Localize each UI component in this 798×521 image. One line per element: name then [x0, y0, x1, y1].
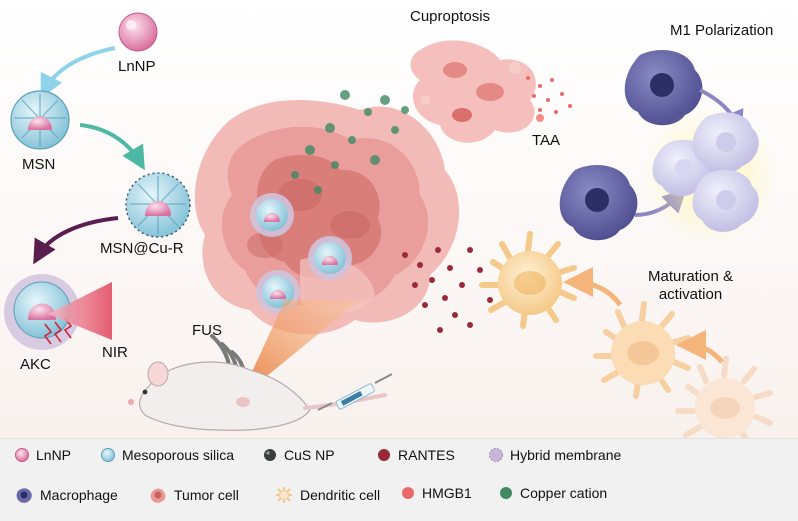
- msn-cu-r-particle: [125, 172, 191, 238]
- label-maturation: Maturation & activation: [648, 268, 733, 304]
- cuproptosis-debris: [410, 40, 544, 143]
- fus-beam: [240, 300, 360, 398]
- lnnp-particle: [118, 12, 158, 52]
- legend-item-rantes: RANTES: [376, 447, 455, 463]
- lnnp-icon: [15, 448, 29, 462]
- arrow-msn-to-msncur: [79, 123, 145, 171]
- label-m1-polarization: M1 Polarization: [670, 22, 774, 39]
- taa-dots: [526, 76, 572, 114]
- legend-item-silica: Mesoporous silica: [100, 447, 234, 463]
- arrow-dc-immature-to-mid: [676, 330, 724, 364]
- m1-macrophages: [642, 107, 778, 243]
- dendritic-cell-mature: [479, 231, 577, 329]
- rantes-dots: [402, 247, 493, 333]
- legend-item-copper: Copper cation: [498, 485, 607, 501]
- label-cuproptosis: Cuproptosis: [410, 8, 491, 25]
- akc-particle: [4, 274, 80, 350]
- mouse: [128, 361, 387, 431]
- tumor-icon: [150, 488, 166, 503]
- membrane-icon: [489, 448, 503, 462]
- label-lnnp: LnNP: [118, 58, 156, 75]
- macrophage-bottom: [559, 165, 638, 241]
- syringe: [317, 373, 393, 411]
- arrow-lnnp-to-msn: [40, 46, 116, 99]
- label-nir: NIR: [102, 344, 128, 361]
- legend-item-cus: CuS NP: [262, 447, 335, 463]
- arrow-msncur-to-akc: [33, 216, 119, 265]
- legend-item-lnnp: LnNP: [14, 447, 71, 463]
- label-msn-cu-r: MSN@Cu-R: [100, 240, 184, 257]
- label-msn: MSN: [22, 156, 56, 173]
- arrow-dc-mid-to-mature: [563, 267, 623, 307]
- legend-item-macrophage: Macrophage: [14, 485, 118, 505]
- label-maturation-line1: Maturation &: [648, 268, 734, 285]
- dendritic-cell-immature: [675, 356, 773, 440]
- macrophage-icon: [16, 488, 32, 503]
- tumor-mass: [194, 100, 460, 335]
- rantes-icon: [378, 449, 390, 461]
- copper-cations: [291, 90, 409, 194]
- macrophage-top: [624, 50, 703, 126]
- nir-beam: [48, 282, 112, 340]
- label-akc: AKC: [20, 356, 51, 373]
- label-taa: TAA: [532, 132, 561, 149]
- label-fus: FUS: [192, 322, 222, 339]
- legend-item-dendritic: Dendritic cell: [274, 485, 380, 505]
- label-maturation-line2: activation: [658, 286, 723, 303]
- silica-icon: [101, 448, 115, 462]
- schematic-artwork: [4, 12, 778, 440]
- cus-icon: [264, 449, 276, 461]
- msn-particle: [10, 90, 70, 150]
- dendritic-cell-mid: [593, 301, 691, 399]
- legend-item-hmgb1: HMGB1: [400, 485, 472, 501]
- copper-icon: [500, 487, 512, 499]
- legend-panel: LnNP Mesoporous silica CuS NP RANTES Hyb…: [0, 438, 798, 521]
- hmgb1-icon: [402, 487, 414, 499]
- legend-item-tumor: Tumor cell: [148, 485, 239, 505]
- legend-item-membrane: Hybrid membrane: [488, 447, 621, 463]
- dendritic-icon: [276, 487, 292, 503]
